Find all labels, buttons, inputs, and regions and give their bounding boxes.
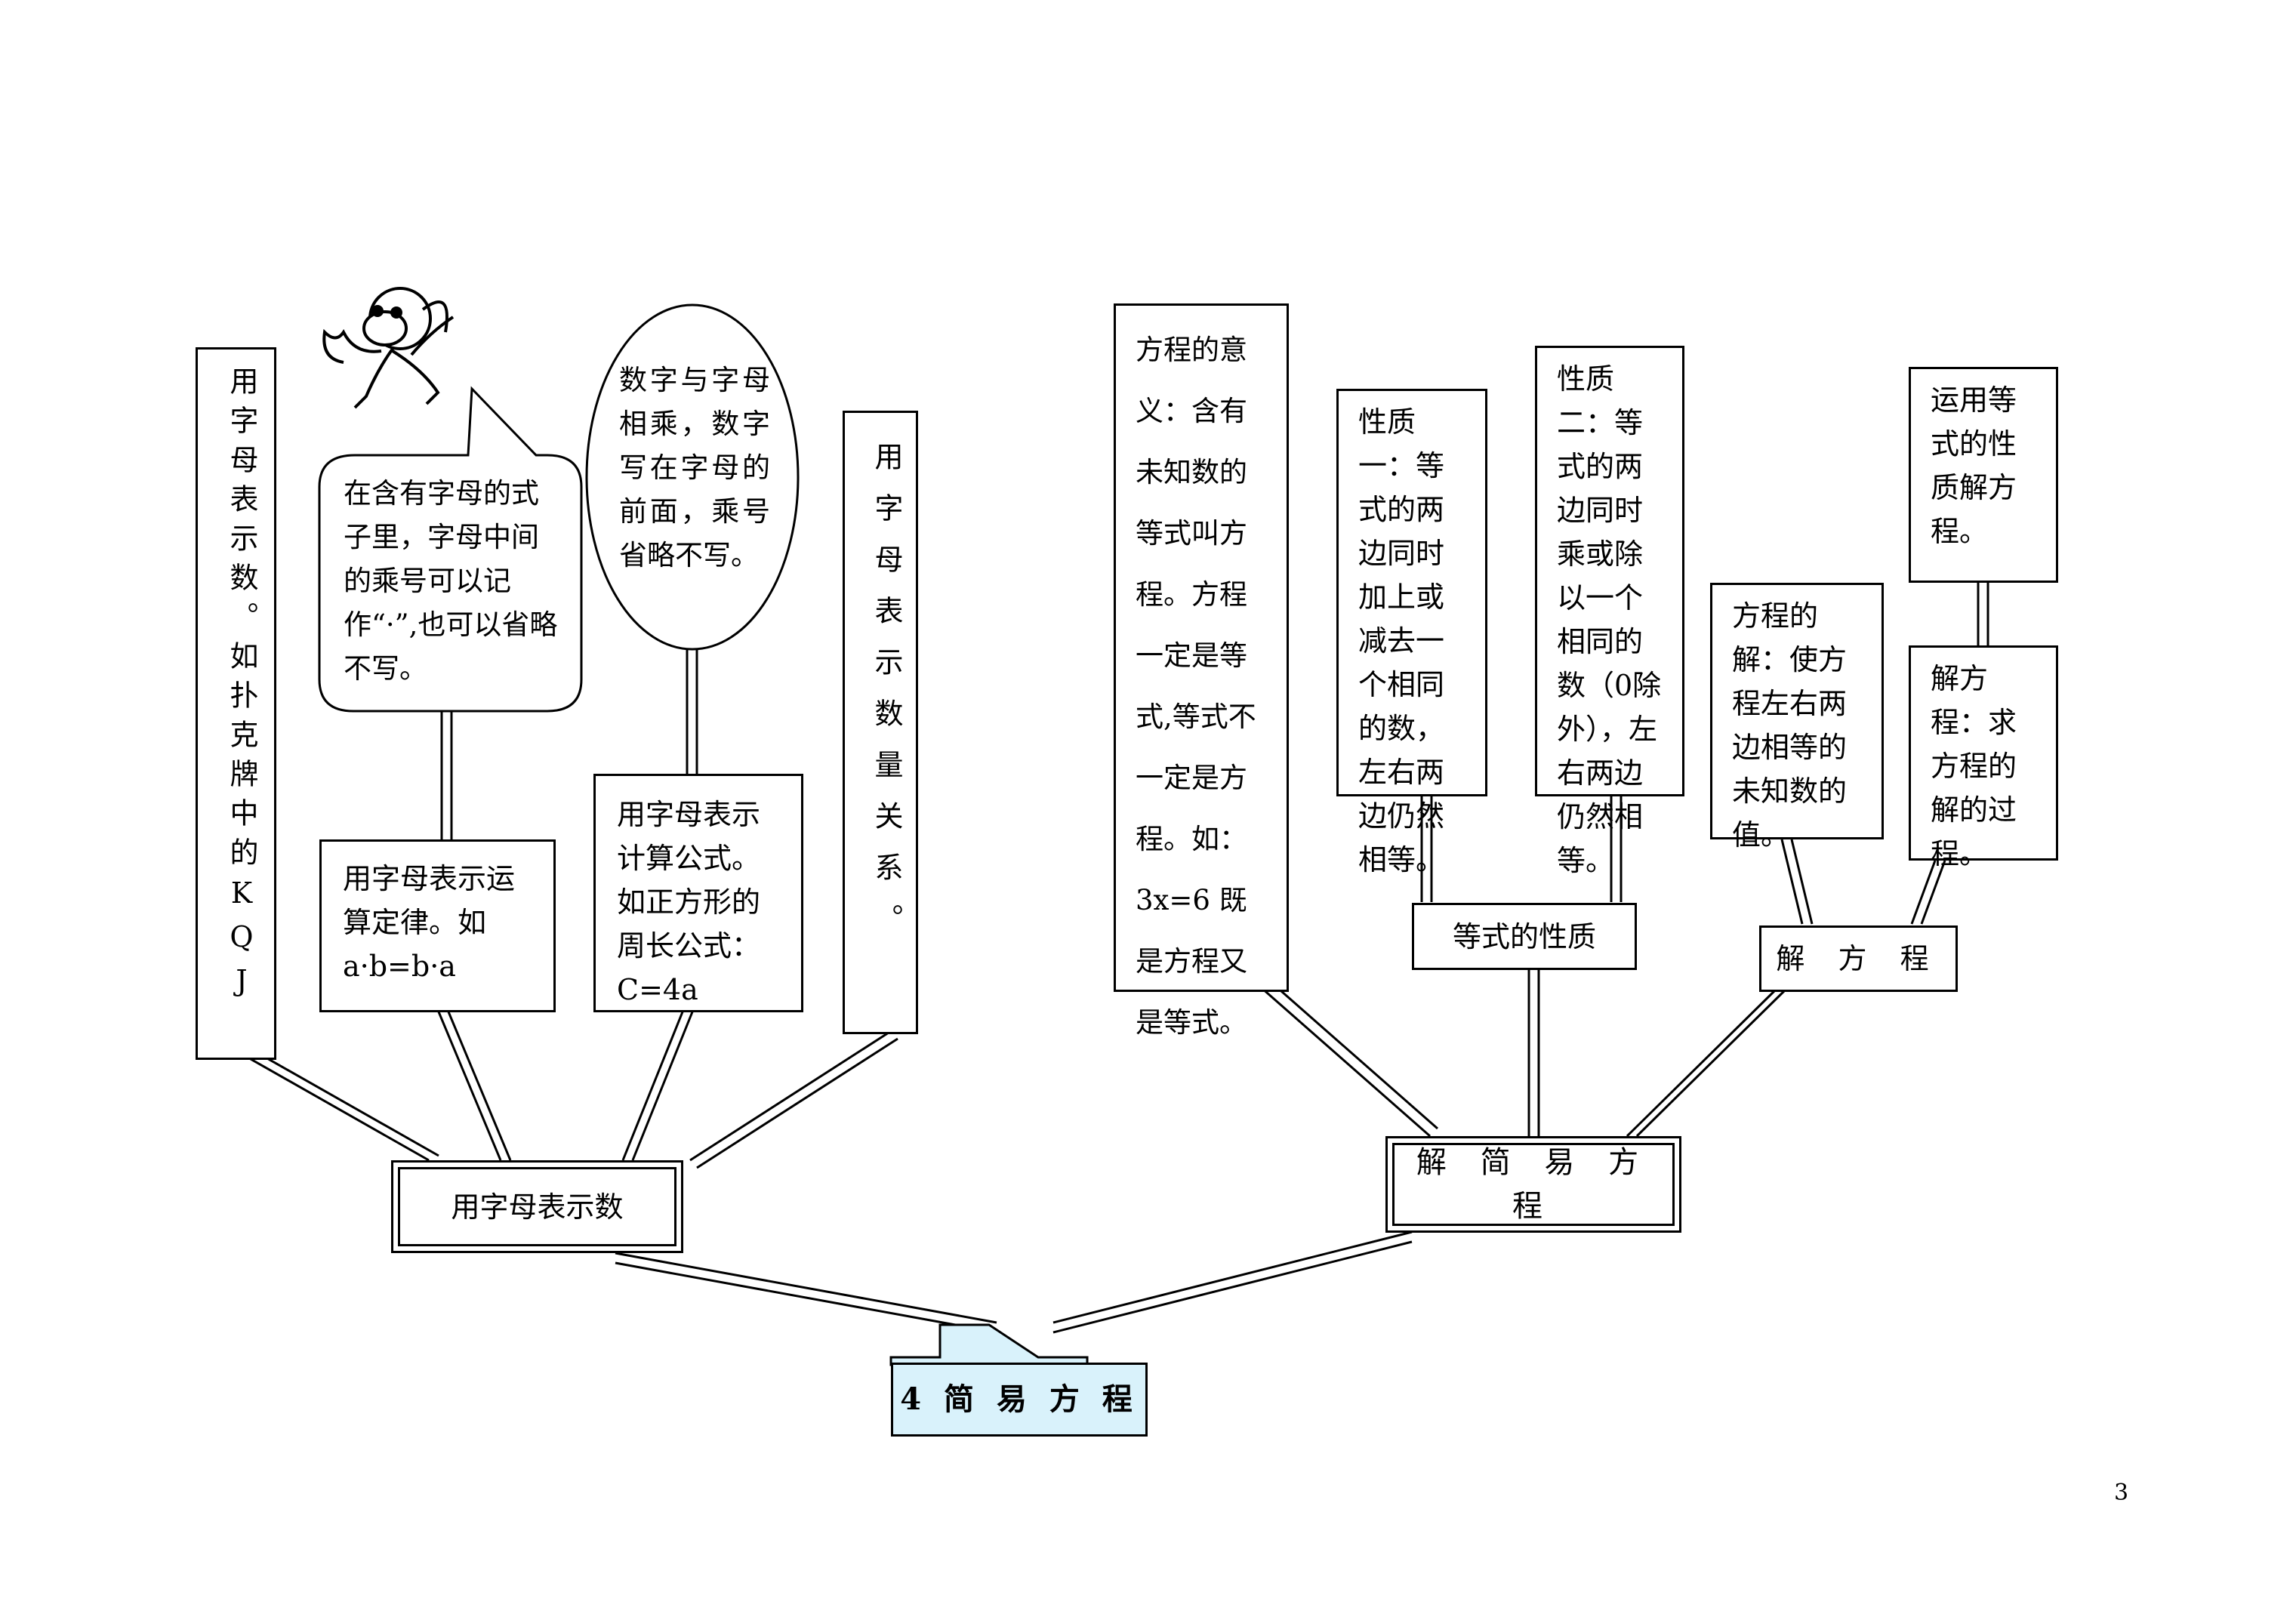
solve-hub-box: 解 方 程 bbox=[1759, 925, 1958, 992]
operation-law-box: 用字母表示运算定律。如 a·b=b·a bbox=[319, 839, 556, 1012]
equation-solution-text: 方程的解：使方程左右两边相等的未知数的值。 bbox=[1732, 599, 1848, 852]
speech-bubble-label: 在含有字母的式子里，字母中间的乘号可以记作“·”,也可以省略不写。 bbox=[344, 477, 558, 685]
equation-meaning-box: 方程的意义：含有未知数的等式叫方程。方程一定是等式,等式不一定是方程。如：3x=… bbox=[1114, 303, 1289, 1039]
speech-bubble-text: 在含有字母的式子里，字母中间的乘号可以记作“·”,也可以省略不写。 bbox=[344, 472, 562, 691]
property-hub-label: 等式的性质 bbox=[1452, 919, 1596, 953]
right-hub-solve-simple-equations: 解 简 易 方 程 bbox=[1385, 1136, 1681, 1233]
oval-label: 数字与字母相乘，数字写在字母的前面，乘号省略不写。 bbox=[619, 364, 770, 571]
equation-solution-box: 方程的解：使方程左右两边相等的未知数的值。 bbox=[1710, 583, 1884, 852]
apply-properties-box: 运用等式的性质解方程。 bbox=[1909, 367, 2058, 583]
left-hub-label: 用字母表示数 bbox=[451, 1190, 624, 1224]
vertical-box-letters-as-numbers-text: 用字母表示数。如扑克牌中的KQJ bbox=[225, 366, 258, 1008]
operation-law-text: 用字母表示运算定律。如 a·b=b·a bbox=[343, 862, 516, 983]
monkey-icon bbox=[322, 287, 455, 409]
oval-text: 数字与字母相乘，数字写在字母的前面，乘号省略不写。 bbox=[619, 359, 770, 577]
formula-text: 用字母表示计算公式。如正方形的周长公式：C=4a bbox=[617, 798, 761, 1006]
property-two-text: 性质二：等式的两边同时乘或除以一个相同的数（0除外），左右两边仍然相等。 bbox=[1557, 362, 1662, 877]
property-two-box: 性质二：等式的两边同时乘或除以一个相同的数（0除外），左右两边仍然相等。 bbox=[1535, 346, 1684, 877]
formula-box: 用字母表示计算公式。如正方形的周长公式：C=4a bbox=[593, 774, 803, 1012]
vertical-box-quantity-relation-text: 用字母表示数量关系。 bbox=[870, 442, 903, 955]
page-number: 3 bbox=[2114, 1480, 2129, 1506]
left-hub-letters-as-numbers: 用字母表示数 bbox=[391, 1160, 683, 1253]
right-hub-label: 解 简 易 方 程 bbox=[1416, 1145, 1651, 1224]
equation-meaning-text: 方程的意义：含有未知数的等式叫方程。方程一定是等式,等式不一定是方程。如：3x=… bbox=[1136, 334, 1256, 1039]
property-hub-box: 等式的性质 bbox=[1412, 903, 1637, 970]
solve-hub-label: 解 方 程 bbox=[1776, 942, 1941, 975]
property-one-box: 性质一：等式的两边同时加上或减去一个相同的数，左右两边仍然相等。 bbox=[1336, 389, 1487, 876]
property-one-text: 性质一：等式的两边同时加上或减去一个相同的数，左右两边仍然相等。 bbox=[1358, 405, 1445, 876]
root-topic-label: 4 简 易 方 程 bbox=[900, 1381, 1139, 1417]
solving-process-text: 解方程：求方程的解的过程。 bbox=[1931, 662, 2017, 870]
vertical-box-quantity-relation: 用字母表示数量关系。 bbox=[843, 411, 918, 1034]
apply-properties-text: 运用等式的性质解方程。 bbox=[1931, 383, 2017, 548]
oval-shape bbox=[585, 303, 800, 651]
speech-bubble-shape bbox=[318, 386, 583, 713]
vertical-box-letters-as-numbers: 用字母表示数。如扑克牌中的KQJ bbox=[196, 347, 276, 1060]
root-topic-box: 4 简 易 方 程 bbox=[891, 1363, 1148, 1437]
solving-process-box: 解方程：求方程的解的过程。 bbox=[1909, 645, 2058, 870]
